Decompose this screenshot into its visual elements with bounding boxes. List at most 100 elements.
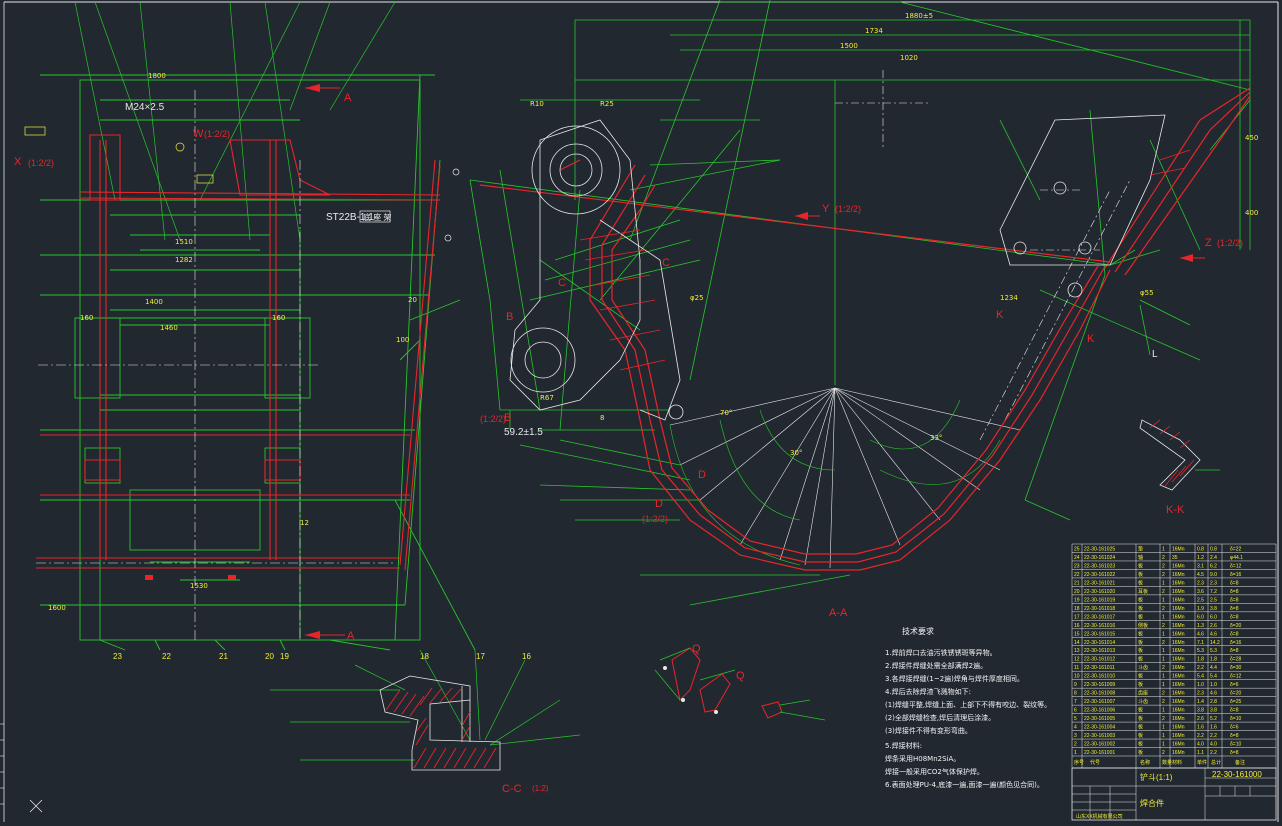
bom-cell: 16Mn xyxy=(1172,742,1185,748)
section-k-left-label[interactable]: K xyxy=(996,309,1004,321)
bom-cell: 板 xyxy=(1138,732,1143,739)
svg-text:1734: 1734 xyxy=(865,27,883,35)
balloon-16[interactable]: 16 xyxy=(522,652,531,661)
balloon-19[interactable]: 19 xyxy=(280,652,289,661)
bom-cell: 板 xyxy=(1138,707,1143,714)
bom-cell: 2.4 xyxy=(1210,555,1217,561)
balloon-23[interactable]: 23 xyxy=(113,652,122,661)
section-a-bottom-label[interactable]: A xyxy=(347,630,355,642)
section-kk-view[interactable]: K-K xyxy=(1139,419,1220,516)
bom-cell: 22 xyxy=(1074,572,1080,578)
tech-req-title: 技术要求 xyxy=(902,626,934,636)
svg-text:160: 160 xyxy=(80,314,93,322)
bom-cell: δ=28 xyxy=(1230,657,1241,663)
balloon-17[interactable]: 17 xyxy=(476,652,485,661)
tech-req-line-9: 焊条采用H08Mn2SiA。 xyxy=(885,754,960,763)
section-cc-view[interactable]: C-C (1:2) xyxy=(270,649,581,795)
title-block[interactable]: 铲斗(1:1) 22-30-161000 焊合件 山东XX机械有限公司 序号 代… xyxy=(1071,759,1277,821)
detail-w-label[interactable]: W xyxy=(193,128,204,140)
detail-q-views[interactable]: Q Q xyxy=(654,643,826,721)
section-b-upper-label[interactable]: B xyxy=(506,311,513,323)
section-b-lower-label[interactable]: B xyxy=(504,412,511,424)
section-c-right-label[interactable]: C xyxy=(662,257,670,269)
bom-cell: 22-30-161002 xyxy=(1084,742,1115,748)
section-c-left-label[interactable]: C xyxy=(558,277,566,289)
detail-x-label[interactable]: X xyxy=(14,156,22,168)
section-cc-profile xyxy=(379,675,501,771)
balloon-20[interactable]: 20 xyxy=(265,652,274,661)
bom-cell: δ=8 xyxy=(1230,606,1239,612)
bom-cell: 4.6 xyxy=(1210,691,1217,697)
balloon-22[interactable]: 22 xyxy=(162,652,171,661)
bom-cell: 22-30-161021 xyxy=(1084,580,1115,586)
ucs-icon[interactable] xyxy=(29,799,43,813)
section-aa-title[interactable]: A-A xyxy=(829,607,848,619)
bom-cell: 22-30-161020 xyxy=(1084,589,1115,595)
bom-cell: δ=8 xyxy=(1230,648,1239,654)
section-kk-title[interactable]: K-K xyxy=(1166,504,1185,516)
bom-cell: 20 xyxy=(1074,589,1080,595)
bom-cell: 22-30-161006 xyxy=(1084,708,1115,714)
svg-text:30°: 30° xyxy=(790,449,802,457)
bom-cell: 2 xyxy=(1162,691,1165,697)
balloon-18[interactable]: 18 xyxy=(420,652,429,661)
sub-label: 焊合件 xyxy=(1140,798,1164,808)
bom-cell: 1 xyxy=(1162,648,1165,654)
bom-cell: 22-30-161004 xyxy=(1084,725,1115,731)
section-k-right-label[interactable]: K xyxy=(1087,333,1095,345)
bom-cell: 17 xyxy=(1074,614,1080,620)
section-d-upper-label[interactable]: D xyxy=(698,469,706,481)
bom-cell: δ=30 xyxy=(1230,665,1241,671)
section-a-top-label[interactable]: A xyxy=(344,92,352,104)
bom-cell: 2 xyxy=(1162,750,1165,756)
detail-y-label[interactable]: Y xyxy=(822,203,830,215)
bom-cell: 板 xyxy=(1138,571,1143,578)
bom-cell: 16Mn xyxy=(1172,733,1185,739)
bom-cell: 22-30-161007 xyxy=(1084,699,1115,705)
bom-cell: 2.6 xyxy=(1197,716,1204,722)
bom-cell: 14.2 xyxy=(1210,640,1220,646)
bom-cell: 22-30-161009 xyxy=(1084,682,1115,688)
technical-requirements[interactable]: 技术要求 1.焊前焊口去油污铁锈锈斑等异物。 2.焊接件焊缝处需全部满焊2遍。 … xyxy=(885,626,1051,789)
detail-q-right-label[interactable]: Q xyxy=(736,670,745,682)
detail-z-label[interactable]: Z xyxy=(1205,237,1212,249)
section-cc-title[interactable]: C-C xyxy=(502,783,522,795)
balloon-21[interactable]: 21 xyxy=(219,652,228,661)
bom-cell: 16Mn xyxy=(1172,725,1185,731)
bom-cell: 板 xyxy=(1138,596,1143,603)
front-view-centerlines xyxy=(36,90,395,640)
bom-cell: 22-30-161018 xyxy=(1084,606,1115,612)
detail-q-left-label[interactable]: Q xyxy=(692,643,701,655)
section-d-lower-label[interactable]: D xyxy=(655,498,663,510)
bom-cell: 1 xyxy=(1162,597,1165,603)
